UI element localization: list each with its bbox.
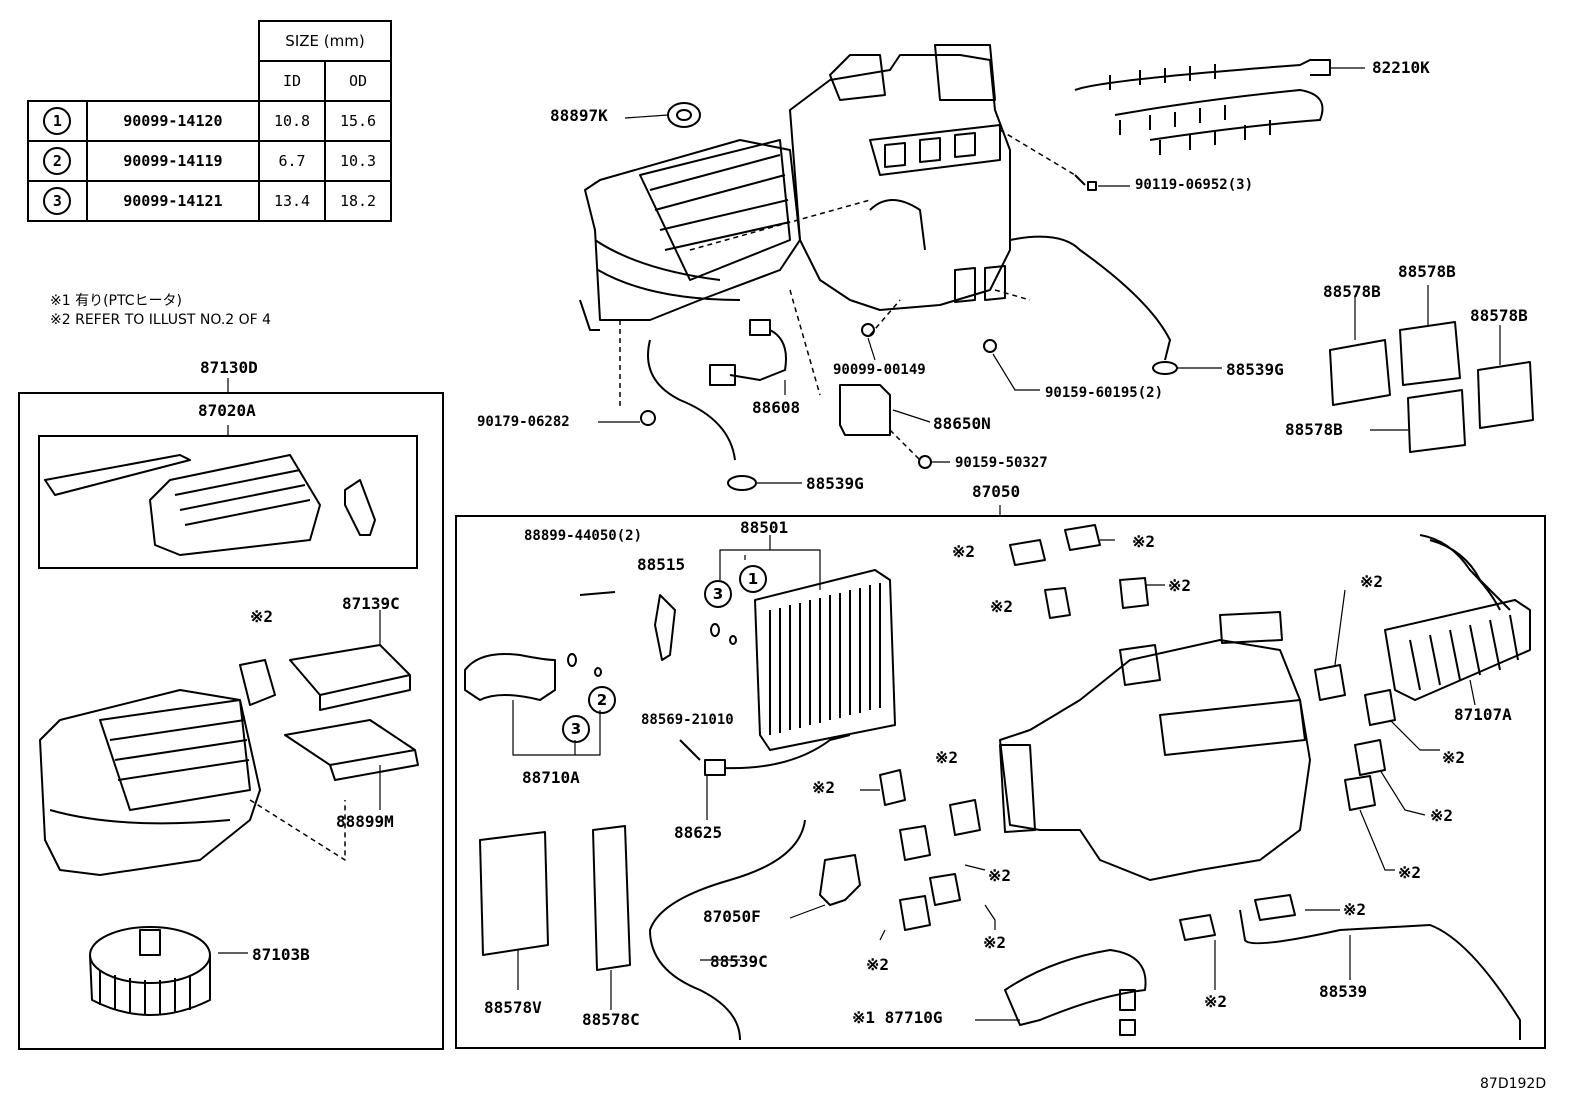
label-ref2: ※2: [1168, 576, 1192, 595]
label-87020A: 87020A: [198, 401, 256, 420]
label-88578B-bottom: 88578B: [1285, 420, 1343, 439]
mark-circle-1: 1: [739, 565, 767, 593]
part-number: 90099-14119: [85, 140, 261, 182]
note-refer-illust: ※2 REFER TO ILLUST NO.2 OF 4: [50, 312, 272, 328]
connector-drawings: [879, 524, 1396, 941]
mark-circle-3: 3: [704, 580, 732, 608]
illustration-code: 87D192D: [1480, 1076, 1547, 1092]
part-number: 90099-14121: [85, 180, 261, 222]
label-88578V: 88578V: [484, 998, 542, 1017]
label-ref2: ※2: [1442, 748, 1466, 767]
mark-circle-3: 3: [562, 715, 590, 743]
label-88539C: 88539C: [710, 952, 768, 971]
frame-87130D: [18, 392, 444, 1050]
mark-circle: 1: [43, 107, 72, 135]
label-87130D: 87130D: [200, 358, 258, 377]
label-88650N: 88650N: [933, 414, 991, 433]
label-88569-21010: 88569-21010: [641, 712, 734, 728]
id-value: 10.8: [258, 100, 326, 142]
size-header: SIZE (mm): [258, 20, 392, 62]
frame-87020A: [38, 435, 418, 569]
od-value: 10.3: [324, 140, 392, 182]
mark-circle-2: 2: [588, 686, 616, 714]
od-value: 15.6: [324, 100, 392, 142]
label-ref2: ※2: [1398, 863, 1422, 882]
label-88578B-top: 88578B: [1398, 262, 1456, 281]
label-ref2: ※2: [1430, 806, 1454, 825]
id-value: 6.7: [258, 140, 326, 182]
size-table: SIZE (mm) ID OD 1 90099-14120 10.8 15.6 …: [27, 20, 392, 222]
label-88578B-right: 88578B: [1470, 306, 1528, 325]
label-ref2: ※2: [1343, 900, 1367, 919]
label-88578C: 88578C: [582, 1010, 640, 1029]
label-87139C: 87139C: [342, 594, 400, 613]
label-ref2: ※2: [935, 748, 959, 767]
col-id: ID: [258, 60, 326, 102]
label-ref2: ※2: [1204, 992, 1228, 1011]
label-87710G: ※1 87710G: [852, 1008, 943, 1027]
label-87050: 87050: [972, 482, 1021, 501]
table-row: 1 90099-14120 10.8 15.6: [27, 100, 392, 142]
label-88899M: 88899M: [336, 812, 394, 831]
label-82210K: 82210K: [1372, 58, 1430, 77]
label-88710A: 88710A: [522, 768, 580, 787]
label-90159-50327: 90159-50327: [955, 455, 1048, 471]
table-row: 2 90099-14119 6.7 10.3: [27, 140, 392, 182]
frame-87050: [455, 515, 1546, 1049]
label-ref2: ※2: [988, 866, 1012, 885]
label-88897K: 88897K: [550, 106, 608, 125]
label-88578B-left: 88578B: [1323, 282, 1381, 301]
label-88501: 88501: [740, 518, 789, 537]
label-90179-06282: 90179-06282: [477, 414, 570, 430]
blower-housing-lower-drawing: [39, 689, 261, 876]
label-ref2: ※2: [812, 778, 836, 797]
blower-motor-drawing: [89, 926, 211, 1016]
wire-harness-drawing: [1074, 59, 1331, 155]
hvac-unit-upper-drawing: [789, 44, 1011, 311]
note-ptc-heater: ※1 有り(PTCヒータ): [50, 293, 182, 309]
label-ref2: ※2: [952, 542, 976, 561]
label-90119-06952: 90119-06952(3): [1135, 177, 1254, 193]
table-row: 3 90099-14121 13.4 18.2: [27, 180, 392, 222]
label-ref2-left: ※2: [250, 607, 274, 626]
label-88899-44050: 88899-44050(2): [524, 528, 643, 544]
mark-circle: 3: [43, 187, 72, 215]
label-90159-60195: 90159-60195(2): [1045, 385, 1164, 401]
label-88625: 88625: [674, 823, 723, 842]
label-88608: 88608: [752, 398, 801, 417]
label-87107A: 87107A: [1454, 705, 1512, 724]
label-90099-00149: 90099-00149: [833, 362, 926, 378]
id-value: 13.4: [258, 180, 326, 222]
label-ref2: ※2: [990, 597, 1014, 616]
filter-88578B-drawing: [1329, 321, 1534, 453]
mark-circle: 2: [43, 147, 72, 175]
label-ref2: ※2: [1132, 532, 1156, 551]
blower-housing-upper-drawing: [579, 139, 801, 331]
label-87050F: 87050F: [703, 907, 761, 926]
part-number: 90099-14120: [85, 100, 261, 142]
label-88539: 88539: [1319, 982, 1368, 1001]
hvac-unit-lower-drawing: [999, 611, 1311, 881]
label-ref2: ※2: [983, 933, 1007, 952]
label-ref2: ※2: [866, 955, 890, 974]
label-88515: 88515: [637, 555, 686, 574]
col-od: OD: [324, 60, 392, 102]
heater-core-drawing: [1384, 534, 1531, 701]
label-87103B: 87103B: [252, 945, 310, 964]
evaporator-drawing: [754, 569, 896, 751]
label-ref2: ※2: [1360, 572, 1384, 591]
label-88539G-left: 88539G: [806, 474, 864, 493]
label-88539G-right: 88539G: [1226, 360, 1284, 379]
od-value: 18.2: [324, 180, 392, 222]
